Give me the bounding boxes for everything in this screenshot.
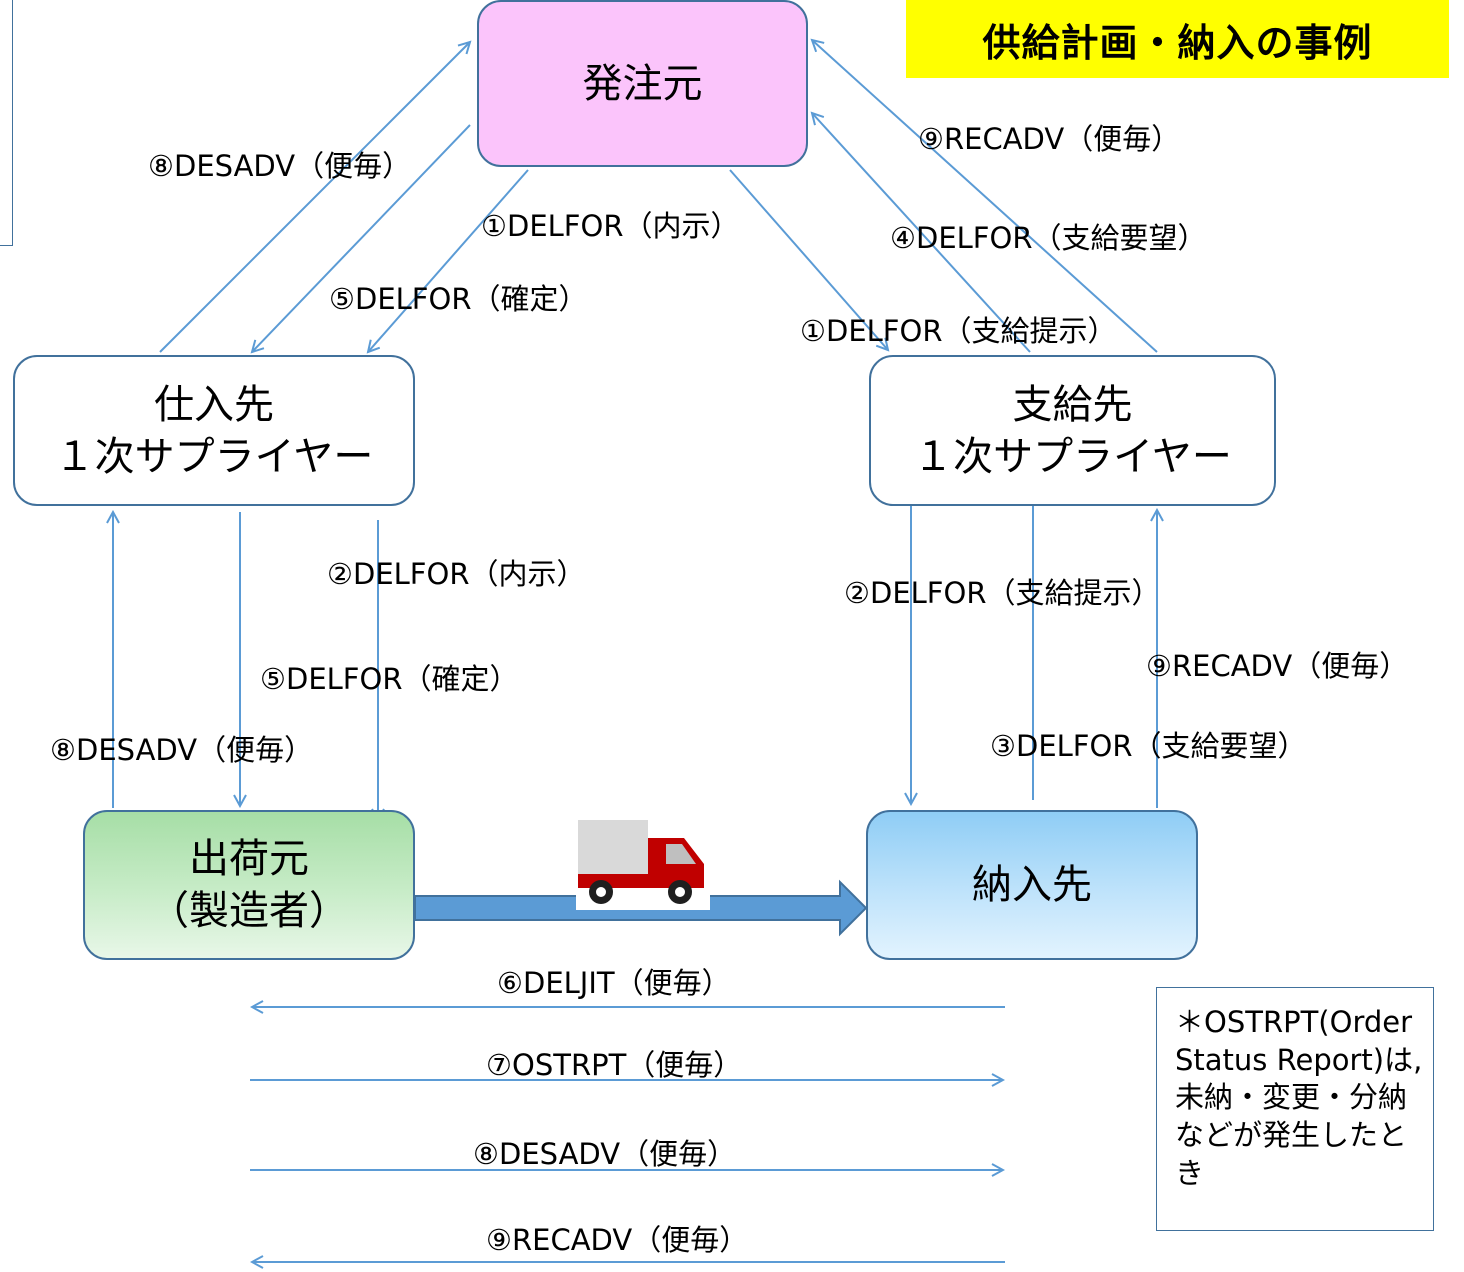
arrow-delfor-yobo-to-hatchu [812, 113, 1031, 353]
label-desadv-left: ⑧DESADV（便毎） [50, 733, 314, 767]
label-delfor-teiji-top: ①DELFOR（支給提示） [800, 314, 1117, 348]
label-delfor-yobo-top: ④DELFOR（支給要望） [890, 221, 1207, 255]
label-desadv-bottom: ⑧DESADV（便毎） [473, 1137, 737, 1171]
ostrpt-note: ＊OSTRPT(Order Status Report)は,未納・変更・分納など… [1156, 987, 1434, 1231]
label-deljit: ⑥DELJIT（便毎） [497, 966, 731, 1000]
label-delfor-teiji-right: ②DELFOR（支給提示） [844, 576, 1161, 610]
label-ostrpt: ⑦OSTRPT（便毎） [486, 1048, 743, 1082]
node-shukka: 出荷元 （製造者） [83, 810, 415, 960]
left-edge-box [0, 0, 13, 246]
label-delfor-naiji-left: ②DELFOR（内示） [327, 557, 586, 591]
node-shiire: 仕入先 １次サプライヤー [13, 355, 415, 506]
node-hatchu-label: 発注元 [582, 60, 703, 107]
label-recadv-top: ⑨RECADV（便毎） [918, 122, 1181, 156]
label-delfor-kakutei-left: ⑤DELFOR（確定） [260, 662, 519, 696]
arrow-delfor-naiji-to-shiire [368, 169, 529, 352]
label-recadv-bottom: ⑨RECADV（便毎） [486, 1223, 749, 1257]
label-delfor-naiji-top: ①DELFOR（内示） [481, 209, 740, 243]
arrow-delfor-kakutei-to-shiire [252, 124, 471, 352]
node-shikyu: 支給先 １次サプライヤー [869, 355, 1276, 506]
node-shiire-label: 仕入先 １次サプライヤー [54, 381, 374, 480]
node-hatchu: 発注元 [477, 0, 808, 167]
delivery-truck-icon [576, 818, 710, 910]
node-nonyu: 納入先 [866, 810, 1198, 960]
arrow-recadv-to-hatchu [812, 40, 1158, 353]
label-delfor-yobo-right: ③DELFOR（支給要望） [990, 729, 1307, 763]
arrow-desadv-to-hatchu [159, 42, 470, 353]
diagram-title: 供給計画・納入の事例 [906, 0, 1449, 78]
arrow-delfor-teiji-to-shikyu [729, 169, 888, 350]
node-shukka-label: 出荷元 （製造者） [149, 836, 349, 934]
label-delfor-kakutei-top: ⑤DELFOR（確定） [329, 282, 588, 316]
node-shikyu-label: 支給先 １次サプライヤー [913, 381, 1232, 480]
node-nonyu-label: 納入先 [972, 862, 1092, 908]
label-recadv-right: ⑨RECADV（便毎） [1146, 649, 1409, 683]
label-desadv-top: ⑧DESADV（便毎） [148, 149, 412, 183]
